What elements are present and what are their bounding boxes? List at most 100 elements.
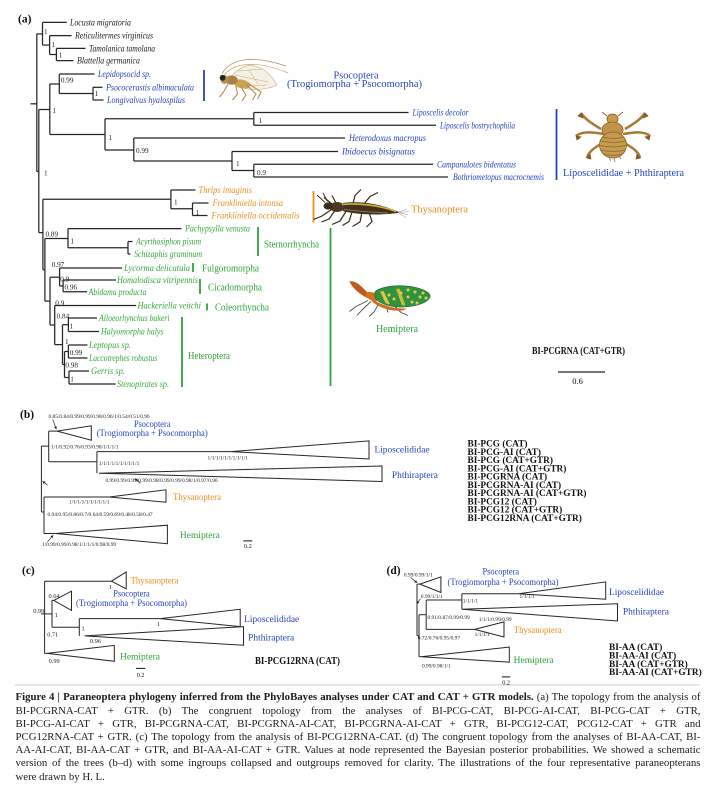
svg-text:0.99: 0.99 [70, 349, 83, 357]
svg-text:1: 1 [82, 625, 85, 632]
svg-text:BI-PCGRNA (CAT+GTR): BI-PCGRNA (CAT+GTR) [532, 346, 625, 357]
svg-text:(Trogiomorpha + Psocomorpha): (Trogiomorpha + Psocomorpha) [287, 79, 422, 90]
svg-text:0.99: 0.99 [61, 77, 74, 85]
svg-text:Psocoptera: Psocoptera [134, 420, 171, 430]
svg-text:Blattella germanica: Blattella germanica [77, 56, 140, 66]
svg-text:0.99/0.99/1/1: 0.99/0.99/1/1 [404, 573, 433, 579]
svg-text:0.99: 0.99 [49, 658, 60, 665]
svg-text:Liposcelididae: Liposcelididae [375, 446, 430, 456]
svg-text:Locusta migratoria: Locusta migratoria [69, 18, 131, 28]
svg-text:0.99: 0.99 [33, 608, 44, 615]
svg-text:BI-AA (CAT+GTR): BI-AA (CAT+GTR) [609, 659, 688, 670]
svg-text:BI-PCG12RNA (CAT): BI-PCG12RNA (CAT) [255, 656, 340, 667]
svg-text:BI-AA (CAT): BI-AA (CAT) [609, 642, 662, 653]
svg-text:Abidama producta: Abidama producta [88, 287, 147, 297]
svg-text:0.91/0.87/0.99/0.99: 0.91/0.87/0.99/0.99 [428, 615, 471, 621]
svg-text:0.6: 0.6 [572, 376, 583, 386]
svg-text:Phthiraptera: Phthiraptera [248, 633, 294, 643]
svg-text:1: 1 [196, 209, 200, 217]
svg-text:Lycorma delicatula: Lycorma delicatula [123, 263, 190, 273]
svg-text:0.71: 0.71 [47, 631, 58, 638]
svg-text:Phthiraptera: Phthiraptera [392, 471, 438, 481]
svg-text:Gerris sp.: Gerris sp. [91, 366, 125, 376]
svg-text:BI-PCG12 (CAT+GTR): BI-PCG12 (CAT+GTR) [468, 505, 563, 516]
svg-text:Psocoptera: Psocoptera [483, 568, 520, 578]
svg-text:BI-PCG12 (CAT): BI-PCG12 (CAT) [468, 496, 537, 507]
svg-text:Longivalvus hyalospilus: Longivalvus hyalospilus [106, 95, 185, 105]
svg-text:1: 1 [55, 612, 58, 619]
svg-text:(Trogiomorpha + Psocomorpha): (Trogiomorpha + Psocomorpha) [76, 598, 187, 609]
svg-text:(Trogiomorpha + Psocomorpha): (Trogiomorpha + Psocomorpha) [448, 577, 559, 588]
svg-text:BI-PCG (CAT+GTR): BI-PCG (CAT+GTR) [468, 455, 553, 466]
svg-text:1: 1 [174, 199, 178, 207]
svg-text:Liposcelididae: Liposcelididae [609, 588, 664, 598]
svg-text:BI-PCG (CAT): BI-PCG (CAT) [468, 439, 528, 450]
svg-text:Frankliniella occidentalis: Frankliniella occidentalis [211, 211, 300, 221]
svg-text:0.2: 0.2 [244, 543, 252, 550]
svg-text:Liposcelis bostrychophila: Liposcelis bostrychophila [439, 120, 515, 130]
svg-text:0.97: 0.97 [52, 261, 65, 269]
svg-text:1/1/1/1/1/1/1/1/1/1: 1/1/1/1/1/1/1/1/1/1 [208, 456, 249, 462]
svg-text:Heterodoxus macropus: Heterodoxus macropus [348, 133, 426, 143]
svg-text:Leptopus sp.: Leptopus sp. [88, 340, 131, 350]
svg-text:1: 1 [44, 28, 48, 36]
svg-text:Bothriometopus macrocnemis: Bothriometopus macrocnemis [453, 172, 544, 182]
svg-text:Sternorrhyncha: Sternorrhyncha [264, 239, 319, 250]
svg-text:Psocoptera: Psocoptera [334, 70, 379, 81]
svg-text:Hackeriella veitchi: Hackeriella veitchi [137, 301, 202, 311]
svg-text:BI-PCGRNA-AI (CAT+GTR): BI-PCGRNA-AI (CAT+GTR) [468, 488, 587, 499]
svg-text:(Trogiomorpha + Psocomorpha): (Trogiomorpha + Psocomorpha) [97, 428, 208, 439]
svg-text:(b): (b) [20, 409, 34, 421]
svg-text:0.98: 0.98 [65, 362, 78, 370]
svg-text:1/1/0.92/0.76/0.93/0.98/1/1/1/: 1/1/0.92/0.76/0.93/0.98/1/1/1/1 [51, 444, 119, 450]
svg-text:1: 1 [157, 621, 160, 628]
svg-text:0.99: 0.99 [136, 147, 149, 155]
svg-text:Reticulitermes virginicus: Reticulitermes virginicus [74, 31, 153, 41]
svg-text:1: 1 [109, 584, 112, 591]
svg-text:Hemiptera: Hemiptera [376, 324, 418, 335]
svg-text:1: 1 [52, 41, 56, 49]
svg-text:1: 1 [259, 117, 263, 125]
svg-text:0.9: 0.9 [55, 300, 64, 308]
svg-text:Homalodisca vitripennis: Homalodisca vitripennis [116, 275, 198, 285]
svg-text:1: 1 [44, 170, 48, 178]
svg-text:Liposcelis decolor: Liposcelis decolor [412, 108, 469, 118]
svg-text:Hemiptera: Hemiptera [180, 531, 220, 541]
svg-text:Ibidoecus bisignatus: Ibidoecus bisignatus [341, 147, 415, 157]
svg-text:1: 1 [109, 134, 113, 142]
svg-text:Phthiraptera: Phthiraptera [623, 607, 669, 617]
svg-text:(a): (a) [18, 14, 32, 26]
svg-text:BI-PCGRNA-AI (CAT): BI-PCGRNA-AI (CAT) [468, 480, 562, 491]
svg-text:Schizaphis graminum: Schizaphis graminum [134, 249, 202, 259]
svg-text:Halyomorpha halys: Halyomorpha halys [100, 327, 164, 337]
svg-text:1/0.99/0.99/0.98/1/1/1/1/0.98/: 1/0.99/0.99/0.98/1/1/1/1/0.98/0.99 [42, 542, 116, 548]
svg-text:1/1/1/1: 1/1/1/1 [475, 632, 491, 638]
svg-text:Lepidopsocid sp.: Lepidopsocid sp. [97, 69, 151, 79]
svg-text:Thysanoptera: Thysanoptera [173, 493, 221, 503]
svg-text:Frankliniella intonsa: Frankliniella intonsa [212, 198, 284, 208]
svg-text:0.72/0.76/0.95/0.97: 0.72/0.76/0.95/0.97 [418, 636, 461, 642]
svg-text:BI-PCGRNA (CAT): BI-PCGRNA (CAT) [468, 472, 548, 483]
svg-text:Tamolanica tamolana: Tamolanica tamolana [89, 44, 155, 54]
svg-text:(c): (c) [22, 565, 35, 577]
svg-text:BI-AA-AI (CAT+GTR): BI-AA-AI (CAT+GTR) [609, 667, 702, 678]
svg-text:Heteroptera: Heteroptera [188, 351, 230, 362]
svg-text:Thysanoptera: Thysanoptera [411, 204, 468, 216]
svg-text:Cicadomorpha: Cicadomorpha [208, 282, 262, 293]
svg-text:1: 1 [65, 338, 69, 346]
svg-text:Thrips imaginis: Thrips imaginis [199, 185, 253, 195]
svg-text:1/1/1/1: 1/1/1/1 [520, 594, 536, 600]
svg-text:0.96: 0.96 [90, 638, 101, 645]
svg-text:1/1/1/1/1/1/1/1/1/1: 1/1/1/1/1/1/1/1/1/1 [99, 461, 140, 467]
svg-text:BI-PCG-AI (CAT): BI-PCG-AI (CAT) [468, 447, 541, 458]
svg-text:1: 1 [71, 238, 75, 246]
svg-text:1: 1 [69, 323, 73, 331]
svg-text:0.64: 0.64 [49, 593, 61, 600]
svg-text:1: 1 [53, 107, 57, 115]
svg-text:(d): (d) [387, 565, 401, 577]
svg-text:BI-PCG12RNA (CAT+GTR): BI-PCG12RNA (CAT+GTR) [468, 513, 582, 524]
svg-text:0.85/0.84/0.99/0.99/0.98/0.96/: 0.85/0.84/0.99/0.99/0.98/0.96/1/0.54/0.5… [49, 414, 150, 420]
svg-text:Laccotrephes robustus: Laccotrephes robustus [88, 353, 158, 363]
svg-text:1: 1 [236, 160, 240, 168]
svg-text:0.2: 0.2 [137, 672, 145, 679]
